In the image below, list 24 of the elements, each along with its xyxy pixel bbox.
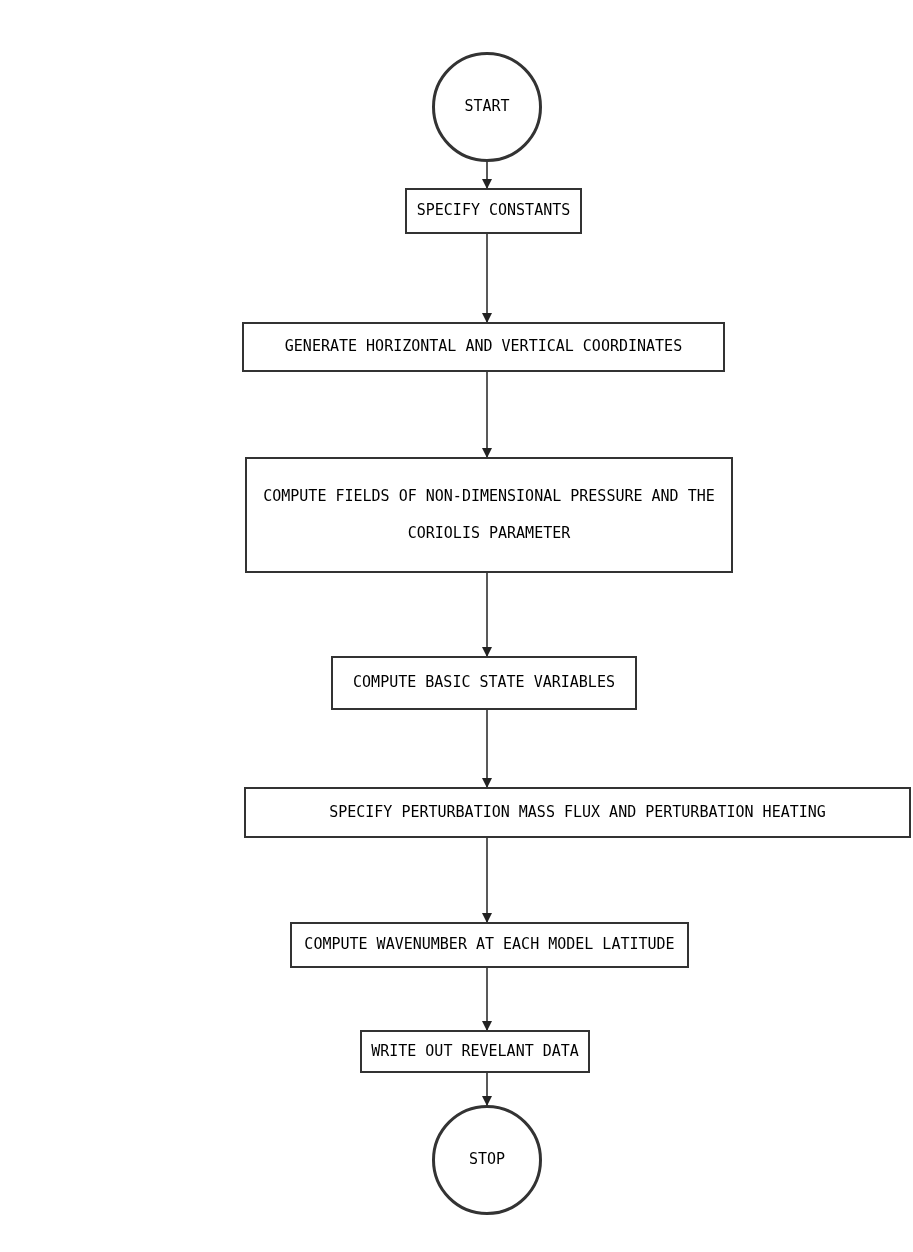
- node-label: GENERATE HORIZONTAL AND VERTICAL COORDINATES: [284, 336, 683, 358]
- arrow: [482, 1072, 492, 1106]
- process-box: [244, 787, 911, 838]
- process-box: [290, 922, 689, 968]
- arrow: [482, 709, 492, 788]
- node-label: COMPUTE FIELDS OF NON-DIMENSIONAL PRESSURE AND THE CORIOLIS PARAMETER: [262, 485, 716, 544]
- process-box: [405, 188, 582, 234]
- process-box: [245, 457, 733, 573]
- node-label: STOP: [468, 1149, 506, 1171]
- arrow: [482, 371, 492, 458]
- arrow: [482, 967, 492, 1031]
- process-box: [242, 322, 725, 372]
- node-label: COMPUTE WAVENUMBER AT EACH MODEL LATITUDE: [304, 934, 675, 956]
- process-box: [331, 656, 637, 710]
- arrow: [482, 161, 492, 189]
- node-label: COMPUTE BASIC STATE VARIABLES: [353, 672, 615, 694]
- arrow: [482, 572, 492, 657]
- node-label: START: [464, 96, 510, 118]
- node-label: WRITE OUT REVELANT DATA: [371, 1040, 579, 1062]
- node-label: SPECIFY CONSTANTS: [416, 200, 571, 222]
- node-label: SPECIFY PERTURBATION MASS FLUX AND PERTURBATION HEATING: [329, 801, 826, 823]
- arrow: [482, 837, 492, 923]
- process-box: [360, 1030, 590, 1073]
- arrow: [482, 233, 492, 323]
